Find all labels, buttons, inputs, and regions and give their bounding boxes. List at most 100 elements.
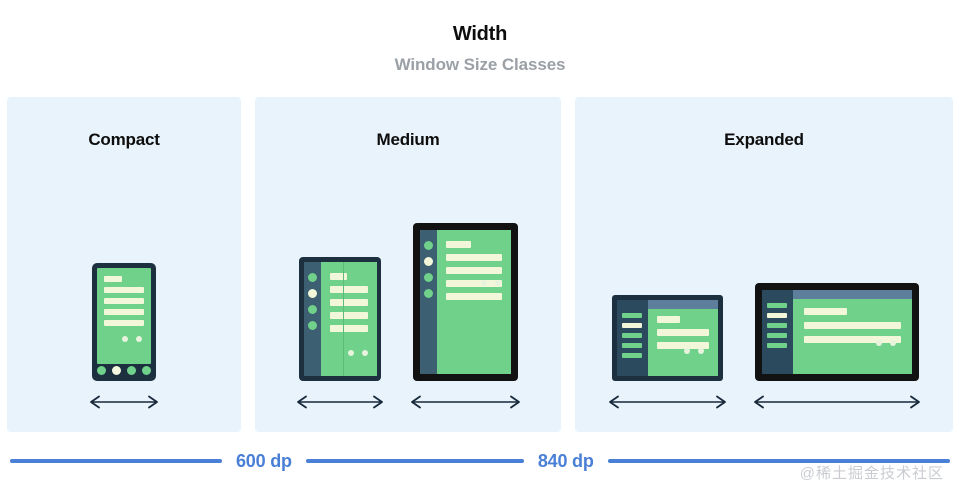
content-line	[656, 316, 680, 323]
nav-drawer-item[interactable]	[622, 333, 642, 338]
nav-item[interactable]	[142, 365, 151, 375]
content-line	[329, 312, 368, 319]
phone-content	[97, 268, 151, 364]
content-line	[329, 286, 368, 293]
content-line	[104, 309, 144, 315]
width-arrow-icon	[90, 395, 158, 409]
tablet-portrait-content	[437, 230, 511, 374]
nav-rail-item-active[interactable]	[423, 257, 433, 266]
content-line	[803, 308, 848, 315]
device-tablet-landscape	[754, 283, 919, 381]
laptop-screen	[616, 300, 718, 376]
size-class-panels: Compact	[7, 97, 953, 432]
content-line	[104, 298, 144, 304]
width-arrow-icon	[608, 395, 726, 409]
breakpoint-600dp: 600 dp	[236, 450, 292, 471]
content-dots	[347, 350, 368, 356]
panel-medium-stage	[255, 167, 561, 432]
content-dot	[889, 340, 896, 346]
device-foldable-unfolded	[298, 257, 381, 381]
content-dots	[683, 348, 704, 354]
panel-compact-stage	[7, 167, 241, 432]
nav-rail-item[interactable]	[307, 305, 317, 314]
device-phone-portrait	[92, 263, 156, 381]
breakpoint-840dp: 840 dp	[537, 450, 594, 471]
nav-rail-item[interactable]	[423, 241, 433, 250]
nav-rail-item[interactable]	[307, 273, 317, 282]
content-line	[329, 273, 347, 280]
top-app-bar	[792, 290, 912, 299]
watermark: @稀土掘金技术社区	[799, 465, 944, 482]
top-app-bar	[647, 300, 718, 309]
tablet-portrait-screen	[419, 230, 511, 374]
content-line	[329, 325, 368, 332]
content-dot	[494, 280, 501, 286]
panel-compact: Compact	[7, 97, 241, 432]
content-line	[803, 336, 901, 343]
content-line	[445, 241, 471, 248]
content-dot	[361, 350, 368, 356]
scale-rule-expanded	[607, 459, 950, 463]
content-dot	[875, 340, 882, 346]
navigation-drawer	[616, 300, 648, 376]
panel-expanded-stage	[575, 167, 953, 432]
header: Width Window Size Classes	[0, 0, 960, 75]
panel-label-medium: Medium	[376, 130, 440, 149]
device-group-phone	[87, 263, 161, 432]
page-title: Width	[452, 23, 508, 45]
nav-item[interactable]	[97, 365, 106, 375]
bottom-navigation-bar	[97, 363, 151, 377]
content-line	[656, 342, 709, 349]
content-dot	[480, 280, 487, 286]
nav-rail-item[interactable]	[423, 289, 433, 298]
content-line	[329, 299, 368, 306]
nav-drawer-item[interactable]	[767, 303, 787, 308]
content-line	[104, 287, 144, 293]
device-group-tablet-landscape	[751, 283, 923, 432]
fold-seam	[342, 262, 344, 376]
nav-rail-item[interactable]	[423, 273, 433, 282]
nav-rail-item-active[interactable]	[307, 289, 317, 298]
navigation-rail	[419, 230, 437, 374]
panel-label-expanded: Expanded	[724, 130, 804, 149]
tablet-landscape-content	[793, 290, 912, 374]
navigation-drawer	[761, 290, 793, 374]
nav-drawer-item[interactable]	[622, 353, 642, 358]
nav-drawer-item[interactable]	[622, 313, 642, 318]
content-line	[104, 320, 144, 326]
content-dot	[683, 348, 690, 354]
nav-drawer-item-active[interactable]	[622, 323, 642, 328]
nav-rail-item[interactable]	[307, 321, 317, 330]
content-line	[445, 280, 502, 287]
page-subtitle: Window Size Classes	[394, 55, 566, 74]
panel-expanded: Expanded	[575, 97, 953, 432]
content-line	[104, 276, 122, 282]
navigation-rail	[303, 262, 321, 376]
nav-drawer-item-active[interactable]	[767, 313, 787, 318]
laptop-content	[648, 300, 718, 376]
nav-item-active[interactable]	[112, 365, 121, 375]
device-group-tablet-portrait	[408, 223, 523, 432]
nav-drawer-item[interactable]	[767, 343, 787, 348]
breakpoint-scale: 600 dp 840 dp	[0, 450, 960, 472]
nav-drawer-item[interactable]	[767, 323, 787, 328]
nav-item[interactable]	[127, 365, 136, 375]
content-line	[656, 329, 709, 336]
content-dot	[697, 348, 704, 354]
device-laptop-landscape	[611, 295, 723, 381]
phone-screen	[97, 268, 151, 364]
device-tablet-portrait	[412, 223, 518, 381]
width-arrow-icon	[410, 395, 520, 409]
foldable-content	[321, 262, 377, 376]
panel-label-compact: Compact	[88, 130, 160, 149]
content-dot	[347, 350, 354, 356]
content-line	[445, 267, 502, 274]
content-dots	[875, 340, 896, 346]
content-dot	[122, 336, 128, 342]
content-line	[445, 293, 502, 300]
nav-drawer-item[interactable]	[622, 343, 642, 348]
width-arrow-icon	[296, 395, 383, 409]
device-group-foldable	[294, 257, 386, 432]
content-dots	[480, 280, 501, 286]
nav-drawer-item[interactable]	[767, 333, 787, 338]
